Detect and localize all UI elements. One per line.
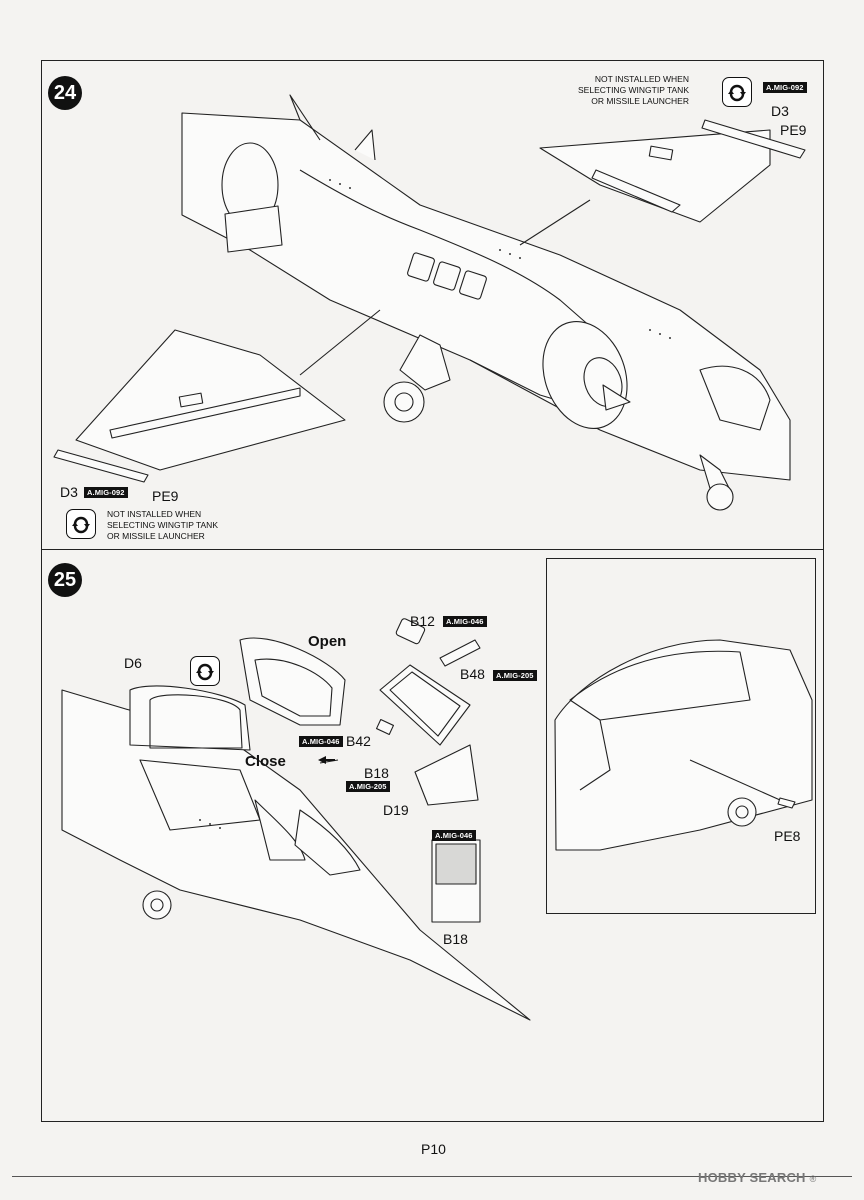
watermark: HOBBY SEARCH® (698, 1170, 816, 1185)
paint-badge-b18: A.MIG-205 (346, 781, 390, 792)
part-label-d19: D19 (383, 802, 409, 818)
flip-over-icon-top (722, 77, 752, 107)
label-close: Close (245, 753, 286, 770)
watermark-mark: ® (809, 1174, 817, 1184)
part-label-b42: B42 (346, 733, 371, 749)
part-label-pe8: PE8 (774, 828, 801, 844)
wing-bottom (75, 329, 346, 471)
paint-badge-b48: A.MIG-205 (493, 670, 537, 681)
fuselage-24 (181, 112, 791, 481)
wing-top (539, 129, 771, 223)
part-label-d3-bottom: D3 (60, 484, 78, 500)
paint-badge-b12: A.MIG-046 (443, 616, 487, 627)
seat-bucket (379, 664, 471, 746)
flip-over-icon-bottom (66, 509, 96, 539)
instruction-frame (41, 60, 824, 1122)
label-open: Open (308, 633, 347, 650)
part-label-b18-seat: B18 (443, 931, 468, 947)
part-label-b18: B18 (364, 765, 389, 781)
note-not-installed-top: NOT INSTALLED WHEN SELECTING WINGTIP TAN… (578, 74, 689, 106)
part-label-d6: D6 (124, 655, 142, 671)
part-label-b48: B48 (460, 666, 485, 682)
paint-badge-seat: A.MIG-046 (432, 830, 476, 841)
part-label-pe9-bottom: PE9 (152, 488, 179, 504)
step-number-25: 25 (48, 563, 82, 597)
part-label-b12: B12 (410, 613, 435, 629)
step-divider (41, 549, 824, 550)
canopy-open (239, 637, 346, 726)
footer-rule (12, 1176, 852, 1177)
note-not-installed-bottom: NOT INSTALLED WHEN SELECTING WINGTIP TAN… (107, 509, 218, 541)
step-number-24: 24 (48, 76, 82, 110)
detail-inset (546, 558, 816, 914)
part-label-d3-top: D3 (771, 103, 789, 119)
paint-badge-bottom: A.MIG-092 (84, 487, 128, 498)
part-label-pe9-top: PE9 (780, 122, 807, 138)
watermark-text: HOBBY SEARCH (698, 1170, 806, 1185)
flip-over-icon-25 (190, 656, 220, 686)
paint-badge-b42: A.MIG-046 (299, 736, 343, 747)
page-number: P10 (421, 1141, 446, 1157)
paint-badge-top: A.MIG-092 (763, 82, 807, 93)
